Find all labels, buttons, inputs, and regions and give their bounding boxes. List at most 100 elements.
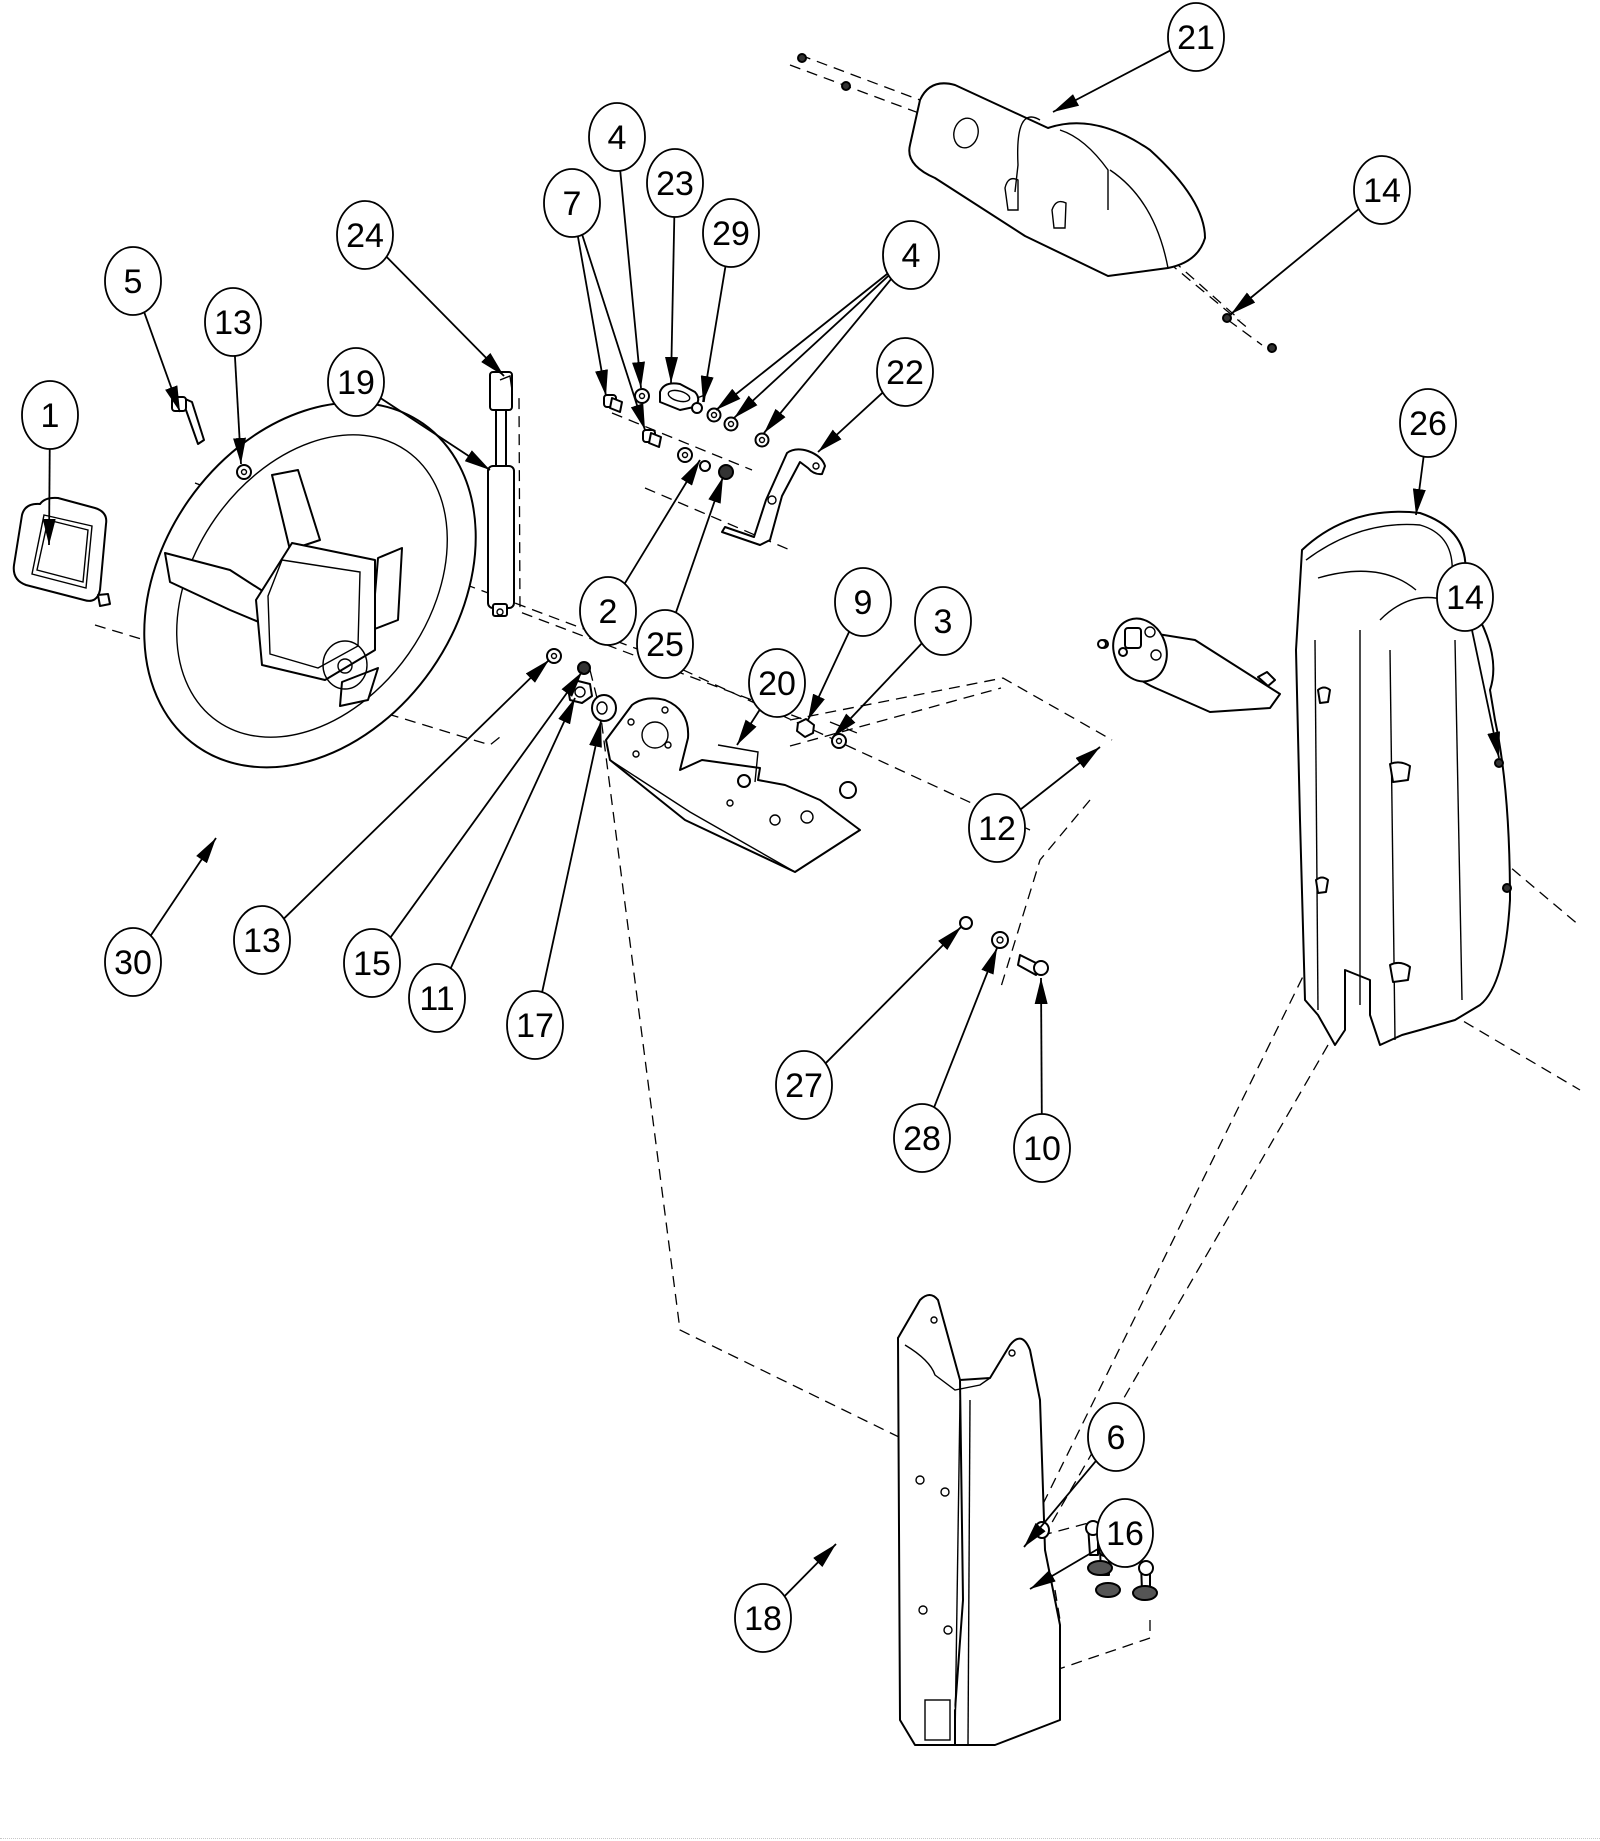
callout-30-steering-wheel: 30 bbox=[104, 837, 217, 997]
callout-number: 26 bbox=[1409, 405, 1447, 443]
callout-number: 12 bbox=[978, 810, 1016, 848]
callout-number: 2 bbox=[599, 593, 618, 631]
callout-27-bushing: 27 bbox=[775, 926, 962, 1120]
tilt-bracket-part bbox=[605, 697, 861, 873]
callout-14-screw: 14 bbox=[1230, 155, 1411, 315]
leader-arrow bbox=[733, 274, 890, 419]
callout-number: 17 bbox=[516, 1007, 554, 1045]
leader-arrow bbox=[1029, 1547, 1101, 1590]
hub-hardware-part bbox=[546, 648, 617, 722]
callout-bubble bbox=[506, 990, 564, 1060]
callout-number: 20 bbox=[758, 665, 796, 703]
screws-14-right-part bbox=[1494, 758, 1512, 893]
upper-shroud-part bbox=[908, 82, 1206, 277]
leader-arrow bbox=[933, 947, 998, 1108]
callout-number: 19 bbox=[337, 364, 375, 402]
callout-number: 11 bbox=[419, 980, 454, 1018]
callout-bubble bbox=[1087, 1402, 1145, 1472]
spacer-29-part bbox=[691, 402, 703, 414]
callout-bubble bbox=[775, 1050, 833, 1120]
callout-number: 10 bbox=[1023, 1130, 1061, 1168]
callout-4-washer: 4 bbox=[715, 220, 940, 434]
callout-bubble bbox=[327, 347, 385, 417]
bolt-10-part bbox=[1017, 954, 1049, 976]
callout-bubble bbox=[734, 1583, 792, 1653]
callout-bubble bbox=[233, 905, 291, 975]
bolt-12-part bbox=[1097, 639, 1107, 649]
callout-2-bushing: 2 bbox=[579, 459, 701, 646]
bushing-27-part bbox=[959, 916, 973, 930]
bolt-7-upper-part bbox=[603, 394, 623, 413]
leader-arrow bbox=[143, 311, 181, 413]
leader-arrow bbox=[449, 697, 576, 969]
callout-14-screw: 14 bbox=[1436, 562, 1500, 759]
callout-bubble bbox=[104, 246, 162, 316]
leader-arrow bbox=[1471, 629, 1500, 759]
nut-washer-9-3-part bbox=[796, 718, 847, 749]
callout-bubble bbox=[1013, 1113, 1071, 1183]
callout-number: 4 bbox=[608, 119, 627, 157]
callout-bubble bbox=[1167, 2, 1225, 72]
washer-bushing-nut-part bbox=[677, 447, 734, 480]
callout-bubble bbox=[343, 928, 401, 998]
leader-arrow bbox=[832, 642, 923, 738]
callout-bubble bbox=[893, 1103, 951, 1173]
callout-number: 1 bbox=[41, 397, 60, 435]
leader-arrow bbox=[42, 448, 56, 546]
washer-28-part bbox=[991, 931, 1009, 949]
tilt-lever-part bbox=[721, 448, 826, 546]
callout-20-tilt-bracket: 20 bbox=[736, 648, 806, 746]
leader-arrow bbox=[623, 459, 701, 585]
screws-14-top-part bbox=[797, 53, 1277, 353]
leader-arrow bbox=[783, 1543, 837, 1597]
callout-bubble bbox=[876, 337, 934, 407]
callout-bubble bbox=[636, 609, 694, 679]
leader-arrow bbox=[1412, 456, 1426, 516]
washers-4-right-part bbox=[706, 407, 770, 448]
leader-arrow bbox=[1034, 977, 1048, 1115]
steering-wheel-part bbox=[143, 401, 477, 769]
callout-bubble bbox=[21, 380, 79, 450]
leader-arrow bbox=[576, 236, 608, 397]
callout-9-nut: 9 bbox=[807, 567, 892, 721]
leader-arrow bbox=[736, 709, 761, 746]
callout-number: 29 bbox=[712, 215, 750, 253]
callout-number: 28 bbox=[903, 1120, 941, 1158]
callout-21-upper-shroud: 21 bbox=[1052, 2, 1225, 113]
callout-number: 13 bbox=[214, 304, 252, 342]
callout-bubble bbox=[543, 168, 601, 238]
callout-15-nut: 15 bbox=[343, 671, 583, 998]
leader-arrow bbox=[283, 659, 550, 920]
callout-29-spacer: 29 bbox=[700, 198, 760, 403]
callout-12-bolt: 12 bbox=[968, 746, 1101, 863]
callout-bubble bbox=[1353, 155, 1411, 225]
callout-number: 23 bbox=[656, 165, 694, 203]
callout-number: 21 bbox=[1177, 19, 1215, 57]
callout-19-gas-spring: 19 bbox=[327, 347, 491, 471]
leader-arrow bbox=[541, 720, 602, 993]
callout-bubble bbox=[882, 220, 940, 290]
callout-bubble bbox=[204, 287, 262, 357]
callout-bubble bbox=[702, 198, 760, 268]
callout-13-washer: 13 bbox=[233, 659, 550, 975]
callout-bubble bbox=[834, 567, 892, 637]
leader-arrow bbox=[700, 266, 727, 403]
callout-3-washer: 3 bbox=[832, 586, 972, 738]
leader-arrow bbox=[675, 476, 724, 613]
leader-arrow bbox=[1052, 49, 1171, 113]
callout-24-gas-spring-clevis: 24 bbox=[336, 200, 505, 377]
callout-number: 22 bbox=[886, 354, 924, 392]
steering-unit-part bbox=[1099, 617, 1281, 713]
callout-number: 25 bbox=[646, 626, 684, 664]
callout-bubble bbox=[408, 963, 466, 1033]
leader-arrow bbox=[233, 355, 247, 465]
callout-bubble bbox=[646, 148, 704, 218]
leader-arrow bbox=[1230, 208, 1360, 315]
leader-arrow bbox=[1023, 1460, 1097, 1548]
leader-arrow bbox=[763, 278, 892, 434]
callout-18-column-post: 18 bbox=[734, 1543, 837, 1653]
callout-16-washer: 16 bbox=[1029, 1498, 1154, 1590]
callout-bubble bbox=[914, 586, 972, 656]
callout-number: 6 bbox=[1107, 1419, 1126, 1457]
